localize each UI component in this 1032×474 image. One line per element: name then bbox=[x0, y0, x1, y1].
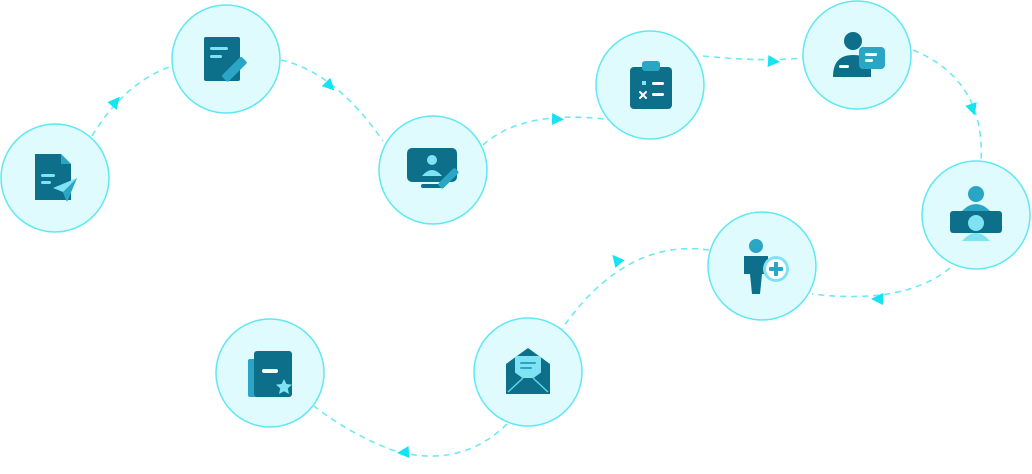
arrow-8-9 bbox=[397, 446, 410, 458]
document-send-icon bbox=[35, 154, 77, 202]
step-node-7 bbox=[707, 211, 817, 321]
arrow-6-7 bbox=[871, 293, 883, 305]
connectors bbox=[91, 49, 983, 457]
connector-7-8 bbox=[560, 247, 710, 331]
step-node-5 bbox=[802, 0, 912, 110]
step-node-3 bbox=[378, 115, 488, 225]
document-edit-icon bbox=[204, 37, 247, 82]
step-node-1 bbox=[0, 123, 110, 233]
step-node-4 bbox=[595, 30, 705, 140]
arrow-4-5 bbox=[767, 55, 780, 67]
arrow-5-6 bbox=[965, 102, 977, 116]
profile-edit-icon bbox=[407, 148, 459, 189]
connector-2-3 bbox=[280, 59, 384, 142]
step-node-9 bbox=[215, 318, 325, 428]
envelope-letter-icon bbox=[506, 348, 550, 394]
add-user-icon bbox=[744, 239, 789, 294]
arrow-3-4 bbox=[551, 113, 564, 125]
folder-star-icon bbox=[248, 351, 292, 397]
step-node-6 bbox=[921, 160, 1031, 270]
step-node-8 bbox=[473, 317, 583, 427]
user-message-icon bbox=[833, 32, 885, 77]
arrow-7-8 bbox=[612, 254, 625, 268]
connector-3-4 bbox=[482, 116, 605, 146]
connector-1-2 bbox=[91, 65, 173, 137]
clipboard-checklist-icon bbox=[630, 61, 672, 109]
connector-5-6 bbox=[912, 49, 983, 164]
connector-4-5 bbox=[702, 55, 804, 61]
connector-6-7 bbox=[811, 267, 951, 298]
arrow-1-2 bbox=[107, 96, 120, 110]
step-node-2 bbox=[171, 4, 281, 114]
interview-icon bbox=[950, 186, 1002, 241]
connector-8-9 bbox=[313, 405, 508, 457]
arrowheads bbox=[107, 55, 977, 458]
